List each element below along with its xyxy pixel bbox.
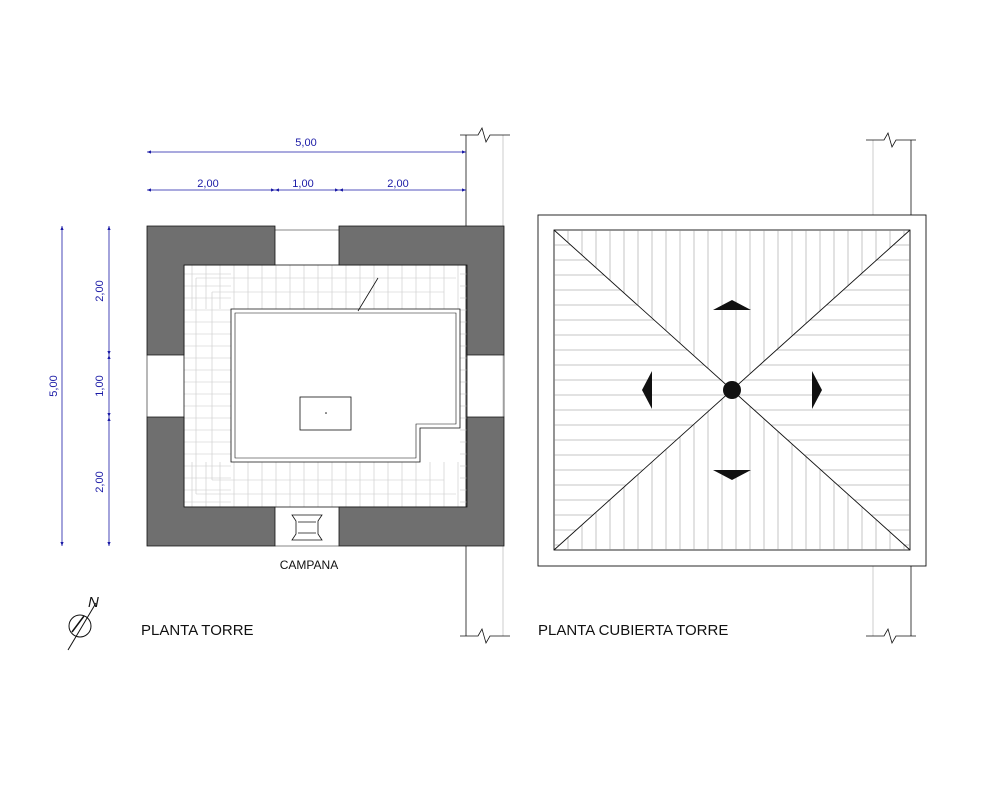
tower-walls [146,225,505,547]
dim-top-1: 2,00 [197,178,218,190]
openings [146,229,505,547]
slope-arrow-up-icon [713,300,751,310]
dimensions-left [60,226,111,546]
slope-arrows [642,300,822,480]
plan-title: PLANTA TORRE [141,622,254,639]
tower-floor-plan: 5,00 2,00 1,00 2,00 5,00 2,00 1,00 2,00 … [48,126,510,645]
central-void [230,308,461,463]
dim-left-total: 5,00 [48,375,60,396]
dim-top-3: 2,00 [387,178,408,190]
tower-roof-plan: PLANTA CUBIERTA TORRE [537,131,927,645]
dim-top-total: 5,00 [295,137,316,149]
bell-icon [291,514,323,541]
roof-tile-lines [554,230,910,550]
slope-arrow-right-icon [812,371,822,409]
north-arrow-icon: N [67,594,99,651]
slope-arrow-down-icon [713,470,751,480]
section-cut-left [460,126,510,645]
dim-left-1: 2,00 [94,280,106,301]
roof-title: PLANTA CUBIERTA TORRE [538,622,728,639]
slope-arrow-left-icon [642,371,652,409]
dim-top-2: 1,00 [292,178,313,190]
roof-apex-marker [723,381,741,399]
section-cut-right [866,131,916,645]
dim-left-2: 1,00 [94,375,106,396]
wall-bottom-left [146,416,276,547]
north-letter: N [88,594,99,611]
gallery-tile-grid [184,265,467,507]
stair-break-line [357,277,379,312]
floor-outline [183,264,468,508]
wall-top-right [338,225,505,356]
dimensions-top [147,150,466,192]
dim-left-3: 2,00 [94,471,106,492]
bell-label: CAMPANA [280,558,338,572]
